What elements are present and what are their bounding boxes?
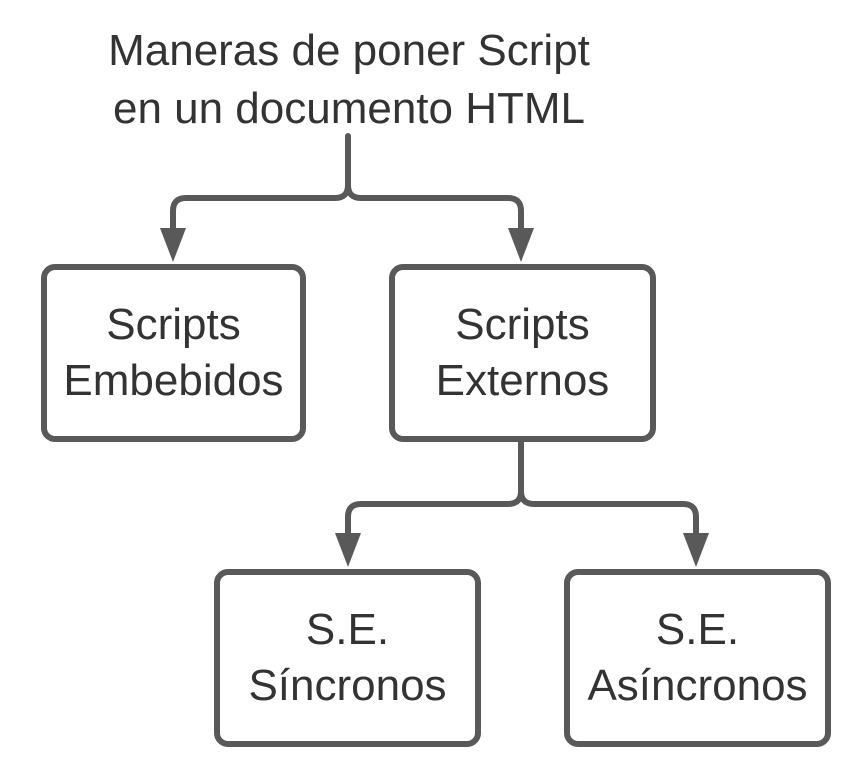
title-line-2: en un documento HTML (112, 84, 586, 133)
arrowhead-embebidos (160, 228, 186, 262)
arrowhead-externos (508, 228, 534, 262)
connector-externos-to-asincronos (518, 488, 699, 540)
node-label-line: Embebidos (63, 356, 284, 405)
node-scripts-externos: Scripts Externos (389, 264, 656, 442)
node-label-line: S.E. (305, 605, 390, 654)
node-label-line: Scripts (455, 300, 590, 349)
diagram-title: Maneras de poner Script en un documento … (74, 22, 624, 138)
node-label-line: Asíncronos (587, 661, 808, 710)
node-se-sincronos: S.E. Síncronos (214, 569, 481, 747)
title-line-1: Maneras de poner Script (108, 26, 590, 75)
node-label-line: Externos (435, 356, 610, 405)
connector-title-to-embebidos (170, 133, 351, 235)
connector-externos-to-sincronos (345, 439, 524, 540)
node-label-line: Scripts (106, 300, 241, 349)
node-se-asincronos: S.E. Asíncronos (564, 569, 831, 747)
arrowhead-asincronos (683, 533, 709, 567)
arrowhead-sincronos (335, 533, 361, 567)
node-label-line: Síncronos (248, 661, 447, 710)
node-label-line: S.E. (655, 605, 740, 654)
node-scripts-embebidos: Scripts Embebidos (41, 264, 306, 442)
connector-title-to-externos (345, 182, 524, 235)
